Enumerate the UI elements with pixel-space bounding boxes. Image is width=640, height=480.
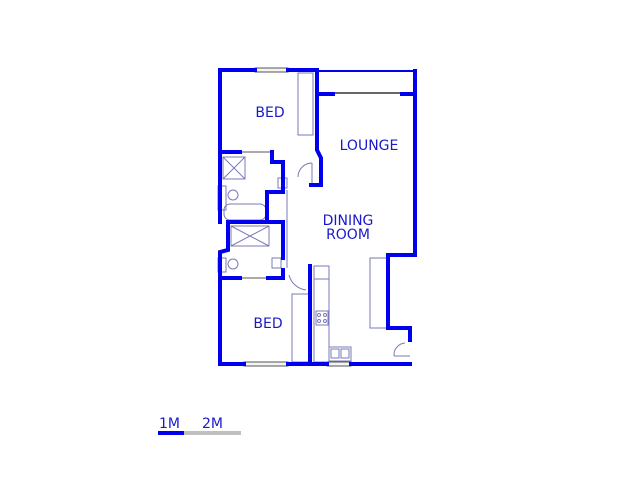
scale-label-1m: 1M: [159, 416, 180, 432]
room-label-dining-line2: ROOM: [326, 227, 370, 243]
door-arc-entry: [393, 342, 406, 357]
bathtub: [223, 203, 267, 221]
scale-bar: 1M 2M: [158, 416, 241, 435]
shower-2: [230, 225, 270, 247]
fixtures: [217, 72, 410, 363]
basin-2: [271, 257, 282, 269]
room-label-lounge: LOUNGE: [340, 138, 399, 154]
scale-label-2m: 2M: [202, 416, 223, 432]
walls: [218, 68, 417, 366]
stove: [315, 310, 329, 326]
door-arc-bath1: [297, 162, 313, 178]
door-arc-bed2: [288, 274, 307, 291]
wardrobe-top: [297, 72, 314, 136]
window-bed-top: [254, 67, 289, 73]
toilet-2-bowl: [227, 258, 239, 270]
room-label-bed-bottom: BED: [253, 316, 282, 332]
kitchen-sink: [328, 346, 352, 362]
toilet-1-bowl: [227, 189, 239, 201]
window-bed-bottom: [243, 361, 289, 367]
wardrobe-bottom: [291, 293, 310, 363]
window-kitchen: [326, 361, 352, 367]
room-label-bed-top: BED: [255, 105, 284, 121]
lounge-cupboard: [369, 257, 388, 329]
room-label-dining-line1: DINING: [323, 213, 374, 229]
shower-1: [222, 156, 246, 180]
